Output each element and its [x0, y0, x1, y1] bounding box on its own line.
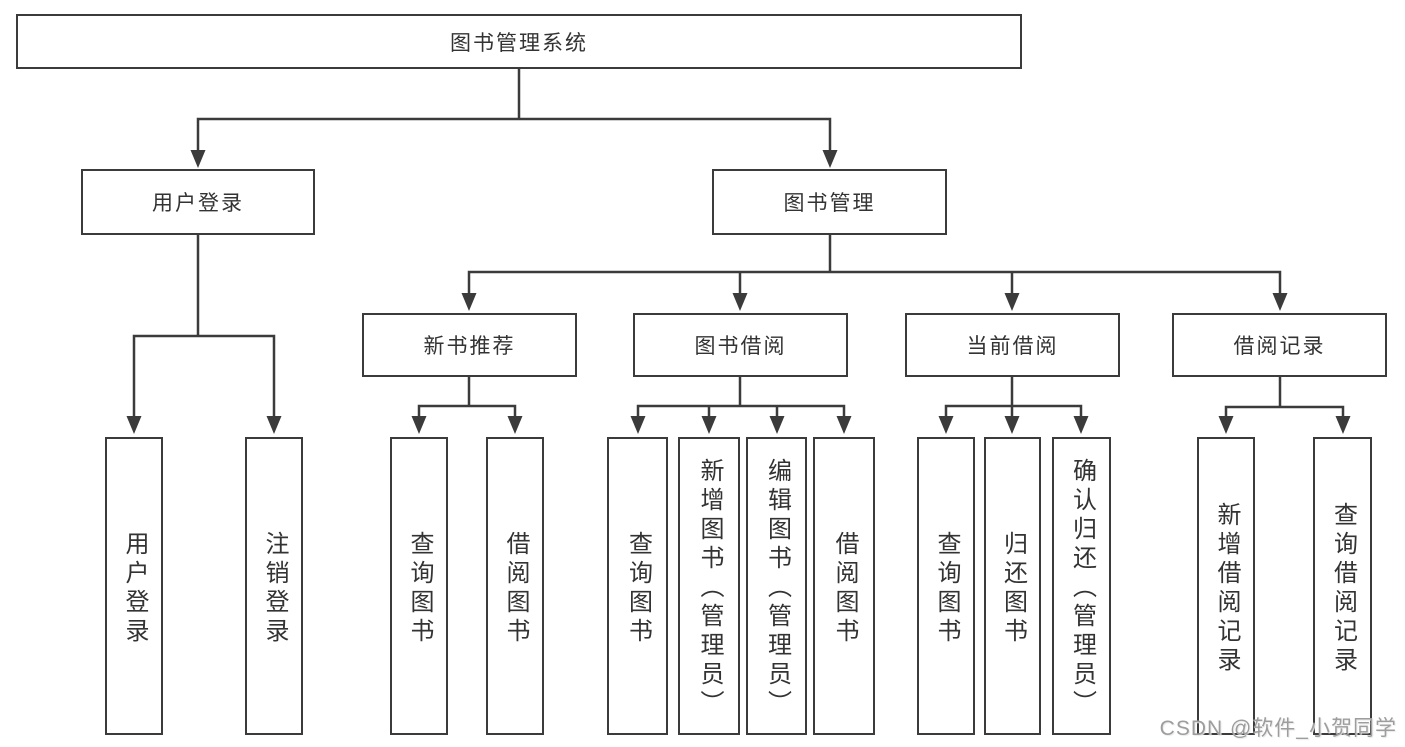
arrowhead	[1004, 416, 1020, 434]
node-root-label: 图书管理系统	[450, 31, 588, 55]
leaf-edit-book-admin: 编辑图书（管理员）	[746, 437, 807, 735]
leaf-add-borrow-record: 新增借阅记录	[1197, 437, 1255, 735]
arrowhead	[1218, 416, 1234, 434]
node-new-book-recommend: 新书推荐	[362, 313, 577, 377]
arrowhead	[1073, 416, 1089, 434]
arrowhead	[266, 416, 282, 434]
leaf-logout: 注销登录	[245, 437, 303, 735]
arrowhead	[836, 416, 852, 434]
arrowhead	[701, 416, 717, 434]
leaf-query-borrow-record: 查询借阅记录	[1313, 437, 1372, 735]
leaf-borrow-book-label: 借阅图书	[831, 530, 858, 647]
node-user-login: 用户登录	[81, 169, 315, 235]
leaf-borrow-query-book-label: 查询图书	[624, 530, 652, 647]
csdn-watermark: CSDN @软件_小贺同学	[1159, 717, 1397, 740]
leaf-current-query-book: 查询图书	[917, 437, 975, 735]
edge-borrow-rail	[636, 404, 846, 418]
node-new-book-recommend-label: 新书推荐	[423, 335, 516, 358]
leaf-add-book-admin-label: 新增图书（管理员）	[696, 458, 723, 719]
leaf-recommend-borrow-book-label: 借阅图书	[502, 530, 529, 647]
arrowhead	[507, 416, 523, 434]
edge-record-rail	[1224, 405, 1345, 418]
arrowhead	[190, 150, 206, 168]
leaf-add-book-admin: 新增图书（管理员）	[678, 437, 740, 735]
arrowhead	[822, 150, 838, 168]
arrowhead	[1004, 293, 1020, 311]
edge-recommend-rail	[417, 404, 517, 418]
leaf-confirm-return-admin-label: 确认归还（管理员）	[1068, 458, 1096, 719]
node-current-borrow: 当前借阅	[905, 313, 1120, 377]
arrowhead	[126, 416, 142, 434]
node-book-borrow: 图书借阅	[633, 313, 848, 377]
leaf-current-query-book-label: 查询图书	[933, 530, 960, 647]
leaf-query-borrow-record-label: 查询借阅记录	[1329, 501, 1357, 676]
leaf-confirm-return-admin: 确认归还（管理员）	[1052, 437, 1111, 735]
leaf-user-login: 用户登录	[105, 437, 163, 735]
node-book-borrow-label: 图书借阅	[694, 335, 787, 358]
node-borrow-record: 借阅记录	[1172, 313, 1387, 377]
node-current-borrow-label: 当前借阅	[966, 335, 1059, 358]
arrowhead	[938, 416, 954, 434]
leaf-add-borrow-record-label: 新增借阅记录	[1213, 501, 1240, 676]
node-borrow-record-label: 借阅记录	[1233, 335, 1326, 358]
leaf-recommend-query-book: 查询图书	[390, 437, 448, 735]
node-book-management: 图书管理	[712, 169, 947, 235]
arrowhead	[769, 416, 785, 434]
arrowhead	[732, 293, 748, 311]
node-user-login-label: 用户登录	[152, 192, 244, 215]
edge-mgmt-rail	[467, 270, 1282, 295]
edge-current-rail	[944, 404, 1083, 418]
node-book-management-label: 图书管理	[783, 192, 876, 215]
leaf-borrow-book: 借阅图书	[813, 437, 875, 735]
leaf-logout-label: 注销登录	[261, 530, 288, 647]
leaf-return-book-label: 归还图书	[999, 530, 1027, 647]
leaf-recommend-borrow-book: 借阅图书	[486, 437, 544, 735]
edge-root-rail	[196, 117, 832, 152]
node-root: 图书管理系统	[16, 14, 1022, 69]
arrowhead	[1272, 293, 1288, 311]
edge-login-rail	[132, 334, 276, 418]
leaf-edit-book-admin-label: 编辑图书（管理员）	[763, 458, 791, 719]
arrowhead	[411, 416, 427, 434]
arrowhead	[1335, 416, 1351, 434]
arrowhead	[461, 293, 477, 311]
leaf-recommend-query-book-label: 查询图书	[406, 530, 433, 647]
leaf-return-book: 归还图书	[984, 437, 1041, 735]
arrowhead	[630, 416, 646, 434]
leaf-borrow-query-book: 查询图书	[607, 437, 668, 735]
leaf-user-login-label: 用户登录	[121, 530, 148, 647]
